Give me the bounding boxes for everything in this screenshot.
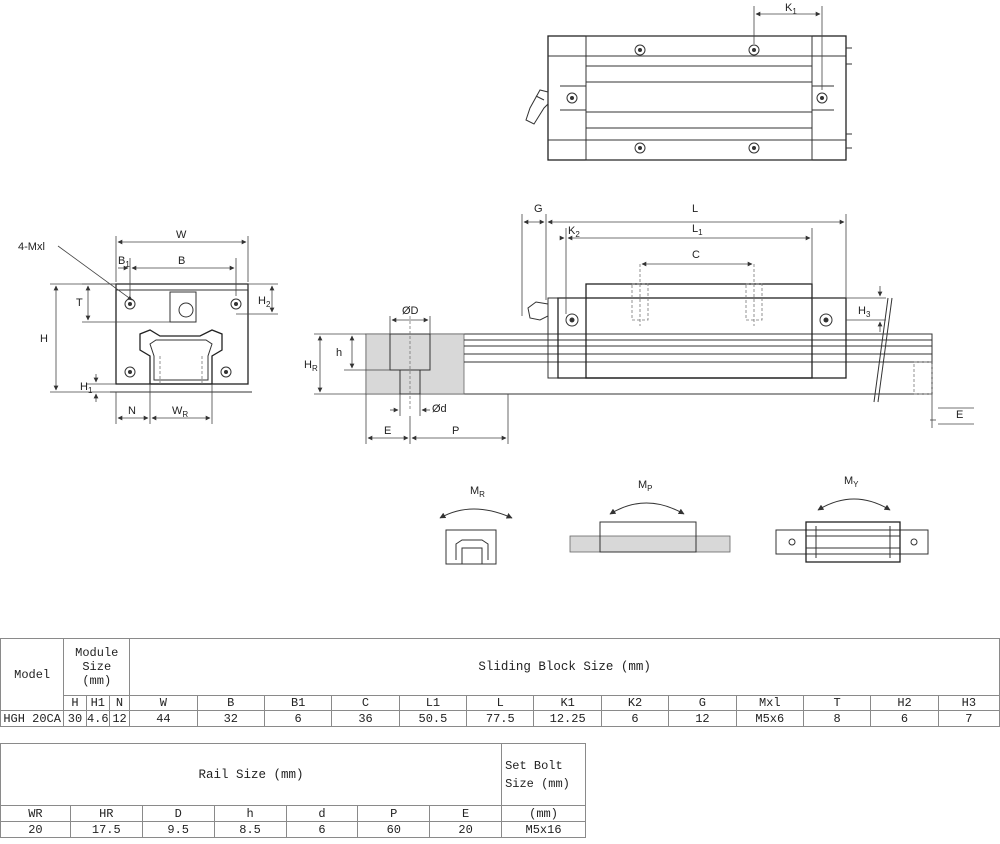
table-cell: 9.5 [141, 821, 215, 838]
table-cell: 36 [331, 710, 400, 727]
sliding-block-header: Sliding Block Size (mm) [129, 638, 1000, 696]
table-cell: 8 [802, 710, 872, 727]
moment-my-icon: MY [775, 475, 929, 563]
label-h3: H3 [858, 305, 871, 319]
label-phi-d-small: Ød [432, 403, 447, 415]
col-header: W [129, 695, 198, 711]
label-h: H [40, 333, 48, 345]
col-header: B1 [263, 695, 333, 711]
table1-column-headers: H H1 N W B B1 C L1 L K1 K2 G Mxl T H2 H3 [1, 695, 1000, 711]
label-phi-d-large: ØD [402, 305, 419, 317]
col-header: H1 [85, 695, 110, 711]
rail-size-header: Rail Size (mm) [0, 743, 503, 806]
table-cell: 6 [870, 710, 939, 727]
col-header: H3 [937, 695, 1000, 711]
table-cell: 6 [285, 821, 359, 838]
label-l1: L1 [692, 223, 703, 237]
col-header: Mxl [735, 695, 804, 711]
label-w: W [176, 229, 187, 241]
table-cell: 12 [108, 710, 131, 727]
col-header: K2 [600, 695, 670, 711]
table-cell: 20 [0, 821, 71, 838]
col-header: L1 [398, 695, 468, 711]
rail-size-table: Rail Size (mm) Set Bolt Size (mm) WR HR … [0, 743, 586, 838]
label-k2: K2 [568, 225, 580, 239]
label-my: MY [844, 475, 859, 489]
col-header: H [63, 695, 87, 711]
label-wr: WR [172, 405, 188, 419]
model-cell: HGH 20CA [0, 710, 65, 727]
col-header: N [108, 695, 131, 711]
table-cell: 30 [63, 710, 87, 727]
table-cell: 60 [357, 821, 431, 838]
top-view: K1 [525, 2, 852, 161]
table-cell: M5x6 [735, 710, 804, 727]
label-mr: MR [470, 485, 485, 499]
label-k1: K1 [785, 2, 797, 16]
label-hr: HR [304, 359, 318, 373]
table-cell: 12 [668, 710, 737, 727]
col-header: h [213, 805, 287, 822]
col-header: H2 [870, 695, 939, 711]
moment-mp-icon: MP [569, 479, 731, 553]
label-b: B [178, 255, 185, 267]
table-cell: 32 [196, 710, 265, 727]
col-header: B [196, 695, 265, 711]
col-header: K1 [533, 695, 602, 711]
table-row: 20 17.5 9.5 8.5 6 60 20 M5x16 [0, 821, 586, 838]
col-header: C [331, 695, 400, 711]
model-header: Model [0, 638, 65, 711]
technical-drawing: K1 W B1 B 4-Mxl T [18, 2, 974, 565]
sliding-block-table: Model Module Size (mm) Sliding Block Siz… [0, 638, 1000, 727]
col-header: T [802, 695, 872, 711]
label-h-small: h [336, 347, 342, 359]
label-h1: H1 [80, 381, 93, 395]
table-cell: 17.5 [69, 821, 143, 838]
label-l: L [692, 203, 698, 215]
table-cell: 6 [600, 710, 670, 727]
linear-guide-drawing: K1 W B1 B 4-Mxl T [18, 2, 974, 565]
label-c: C [692, 249, 700, 261]
label-mp: MP [638, 479, 653, 493]
col-header: L [466, 695, 535, 711]
table-row: HGH 20CA 30 4.6 12 44 32 6 36 50.5 77.5 … [0, 710, 1000, 727]
set-bolt-header: Set Bolt Size (mm) [501, 743, 586, 806]
moment-mr-icon: MR [439, 485, 513, 565]
col-header: HR [69, 805, 143, 822]
label-b1: B1 [118, 255, 130, 269]
table-cell: M5x16 [501, 821, 586, 838]
label-g: G [534, 203, 543, 215]
col-header: d [285, 805, 359, 822]
col-header: WR [0, 805, 71, 822]
grease-nipple-top [525, 89, 549, 125]
col-header: E [429, 805, 503, 822]
table-cell: 6 [263, 710, 333, 727]
table-cell: 4.6 [85, 710, 110, 727]
table-cell: 12.25 [533, 710, 602, 727]
label-n: N [128, 405, 136, 417]
label-h2: H2 [258, 295, 271, 309]
table-cell: 50.5 [398, 710, 468, 727]
label-p: P [452, 425, 459, 437]
table-cell: 20 [429, 821, 503, 838]
label-e-right: E [956, 409, 963, 421]
label-e-left: E [384, 425, 391, 437]
label-t: T [76, 297, 83, 309]
side-view: G L K2 L1 C H3 ØD Ød HR [304, 203, 974, 444]
module-size-header: Module Size (mm) [63, 638, 131, 696]
col-header: D [141, 805, 215, 822]
label-mxl: 4-Mxl [18, 241, 45, 253]
table-cell: 77.5 [466, 710, 535, 727]
table-cell: 8.5 [213, 821, 287, 838]
table-cell: 7 [937, 710, 1000, 727]
col-header: G [668, 695, 737, 711]
table-cell: 44 [129, 710, 198, 727]
end-view: W B1 B 4-Mxl T H H1 H2 [18, 229, 278, 424]
table2-column-headers: WR HR D h d P E (mm) [0, 805, 586, 822]
col-header: P [357, 805, 431, 822]
col-header: (mm) [501, 805, 586, 822]
